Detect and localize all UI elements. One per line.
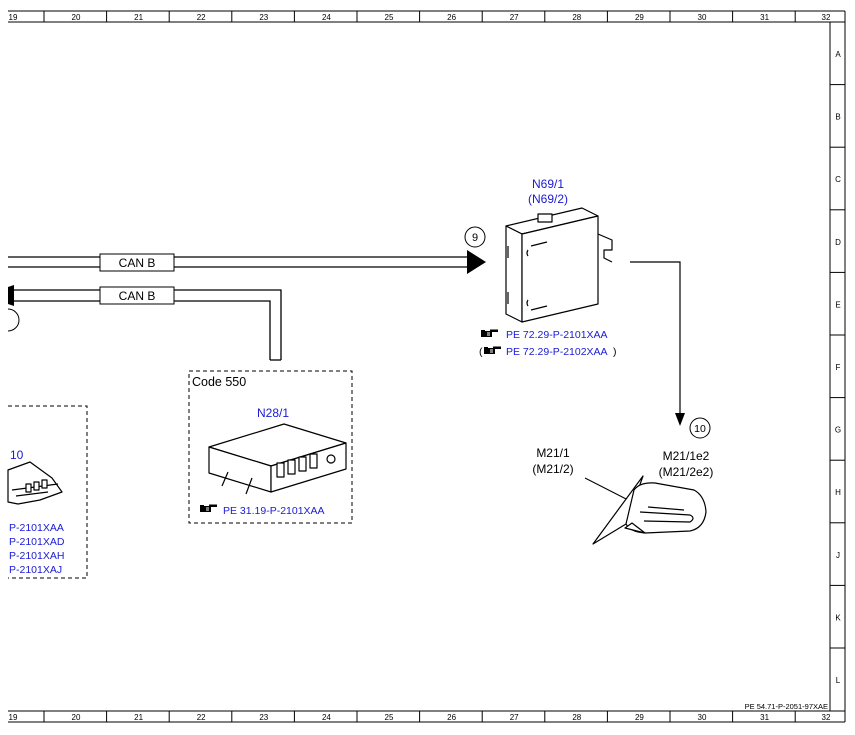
bus-connector-circle (7, 308, 20, 332)
column-label: 23 (259, 13, 268, 22)
n28-ref-text[interactable]: PE 31.19-P-2101XAA (223, 505, 325, 517)
column-label: 25 (385, 13, 394, 22)
n28-group[interactable]: Code 550 N28/1 PE 31.19-P-2101XAA (188, 370, 353, 524)
mirror-component-label[interactable]: M21/1e2 (663, 449, 710, 463)
bus-connector-stub (8, 285, 14, 306)
can-bus-upper[interactable]: CAN B (8, 250, 486, 274)
bus-arrow-head (467, 250, 486, 274)
connector-10-label: 10 (694, 423, 706, 435)
column-label: 28 (572, 13, 581, 22)
column-labels-bottom: 19 20 21 22 23 24 25 26 27 28 29 30 31 32 (9, 713, 831, 722)
module-n69-label[interactable]: N69/1 (532, 177, 564, 191)
wire-arrow-head (675, 413, 685, 426)
sheet-frame (8, 10, 846, 723)
row-labels: A B C D E F G H J K L (835, 50, 841, 685)
column-label: 19 (9, 713, 18, 722)
column-label: 24 (322, 13, 331, 22)
can-bus-lower[interactable]: CAN B (7, 285, 282, 361)
n28-module-drawing (208, 423, 347, 495)
module-n69-ref2-close: ) (613, 346, 617, 358)
row-label: C (835, 175, 841, 184)
left-module-ref-3[interactable]: P-2101XAH (9, 550, 64, 562)
pointing-hand-icon (200, 504, 217, 512)
n28-ref[interactable]: PE 31.19-P-2101XAA (200, 504, 325, 518)
column-label: 26 (447, 713, 456, 722)
row-label: K (835, 613, 841, 622)
row-label: B (835, 113, 840, 122)
pointing-hand-icon (484, 346, 501, 354)
module-n69-ref1-text[interactable]: PE 72.29-P-2101XAA (506, 329, 608, 341)
mirror-label[interactable]: M21/1 (536, 446, 570, 460)
column-label: 21 (134, 713, 143, 722)
can-bus-lower-label: CAN B (119, 289, 156, 303)
row-label: J (836, 551, 840, 560)
mirror-alt-component-label[interactable]: (M21/2e2) (659, 465, 714, 479)
column-label: 25 (385, 713, 394, 722)
wire-to-mirror[interactable] (630, 261, 685, 426)
mirror-alt-label[interactable]: (M21/2) (532, 462, 573, 476)
row-label: G (835, 426, 841, 435)
row-label: A (835, 50, 841, 59)
column-ticks (43, 11, 796, 722)
column-label: 32 (822, 13, 831, 22)
can-bus-lower-label-box (99, 286, 175, 305)
column-label: 21 (134, 13, 143, 22)
left-module-drawing (7, 461, 63, 505)
column-label: 29 (635, 13, 644, 22)
column-label: 28 (572, 713, 581, 722)
module-n69-ref1[interactable]: PE 72.29-P-2101XAA (481, 329, 608, 341)
left-module-dashed-frame (8, 405, 88, 579)
n28-code-label: Code 550 (192, 375, 246, 389)
column-label: 31 (760, 13, 769, 22)
row-label: E (835, 300, 840, 309)
n28-dashed-frame (188, 370, 353, 524)
column-label: 30 (698, 713, 707, 722)
row-label: H (835, 488, 841, 497)
pointing-hand-icon (481, 329, 498, 337)
column-label: 27 (510, 13, 519, 22)
module-n69-alt-label[interactable]: (N69/2) (528, 192, 568, 206)
left-module-ref-2[interactable]: P-2101XAD (9, 536, 65, 548)
column-label: 22 (197, 13, 206, 22)
connector-9[interactable]: 9 (464, 226, 486, 248)
connector-10[interactable]: 10 (689, 417, 711, 439)
column-label: 29 (635, 713, 644, 722)
can-bus-upper-label-box (99, 253, 175, 272)
column-label: 31 (760, 713, 769, 722)
left-module-ref-1[interactable]: P-2101XAA (9, 522, 64, 534)
module-n69-ref2-text[interactable]: PE 72.29-P-2102XAA (506, 346, 608, 358)
mirror-m21[interactable]: M21/1 (M21/2) M21/1e2 (M21/2e2) (532, 446, 714, 545)
row-label: L (836, 676, 841, 685)
module-n69[interactable]: N69/1 (N69/2) PE 72.29-P-2101XAA ( PE 72… (479, 177, 617, 358)
left-module-label-fragment[interactable]: 10 (10, 448, 24, 462)
left-module-group[interactable]: 10 P-2101XAA P-2101XAD P-2101XAH P-2101X… (7, 405, 88, 579)
column-label: 24 (322, 713, 331, 722)
document-id: PE 54.71-P-2051-97XAE (745, 702, 828, 711)
column-label: 23 (259, 713, 268, 722)
row-label: D (835, 238, 841, 247)
module-n69-drawing (505, 207, 613, 323)
connector-9-label: 9 (472, 232, 478, 244)
can-bus-upper-label: CAN B (119, 256, 156, 270)
column-label: 26 (447, 13, 456, 22)
column-label: 19 (9, 13, 18, 22)
column-label: 22 (197, 713, 206, 722)
module-n69-ref2[interactable]: ( PE 72.29-P-2102XAA ) (479, 346, 617, 358)
column-label: 20 (72, 713, 81, 722)
column-label: 32 (822, 713, 831, 722)
column-label: 20 (72, 13, 81, 22)
module-n69-ref2-open: ( (479, 346, 483, 358)
n28-label[interactable]: N28/1 (257, 406, 289, 420)
column-label: 30 (698, 13, 707, 22)
column-labels-top: 19 20 21 22 23 24 25 26 27 28 29 30 31 32 (9, 13, 831, 22)
row-ticks (830, 84, 845, 649)
mirror-drawing (592, 475, 707, 545)
left-module-ref-4[interactable]: P-2101XAJ (9, 564, 62, 576)
column-label: 27 (510, 713, 519, 722)
row-label: F (836, 363, 841, 372)
